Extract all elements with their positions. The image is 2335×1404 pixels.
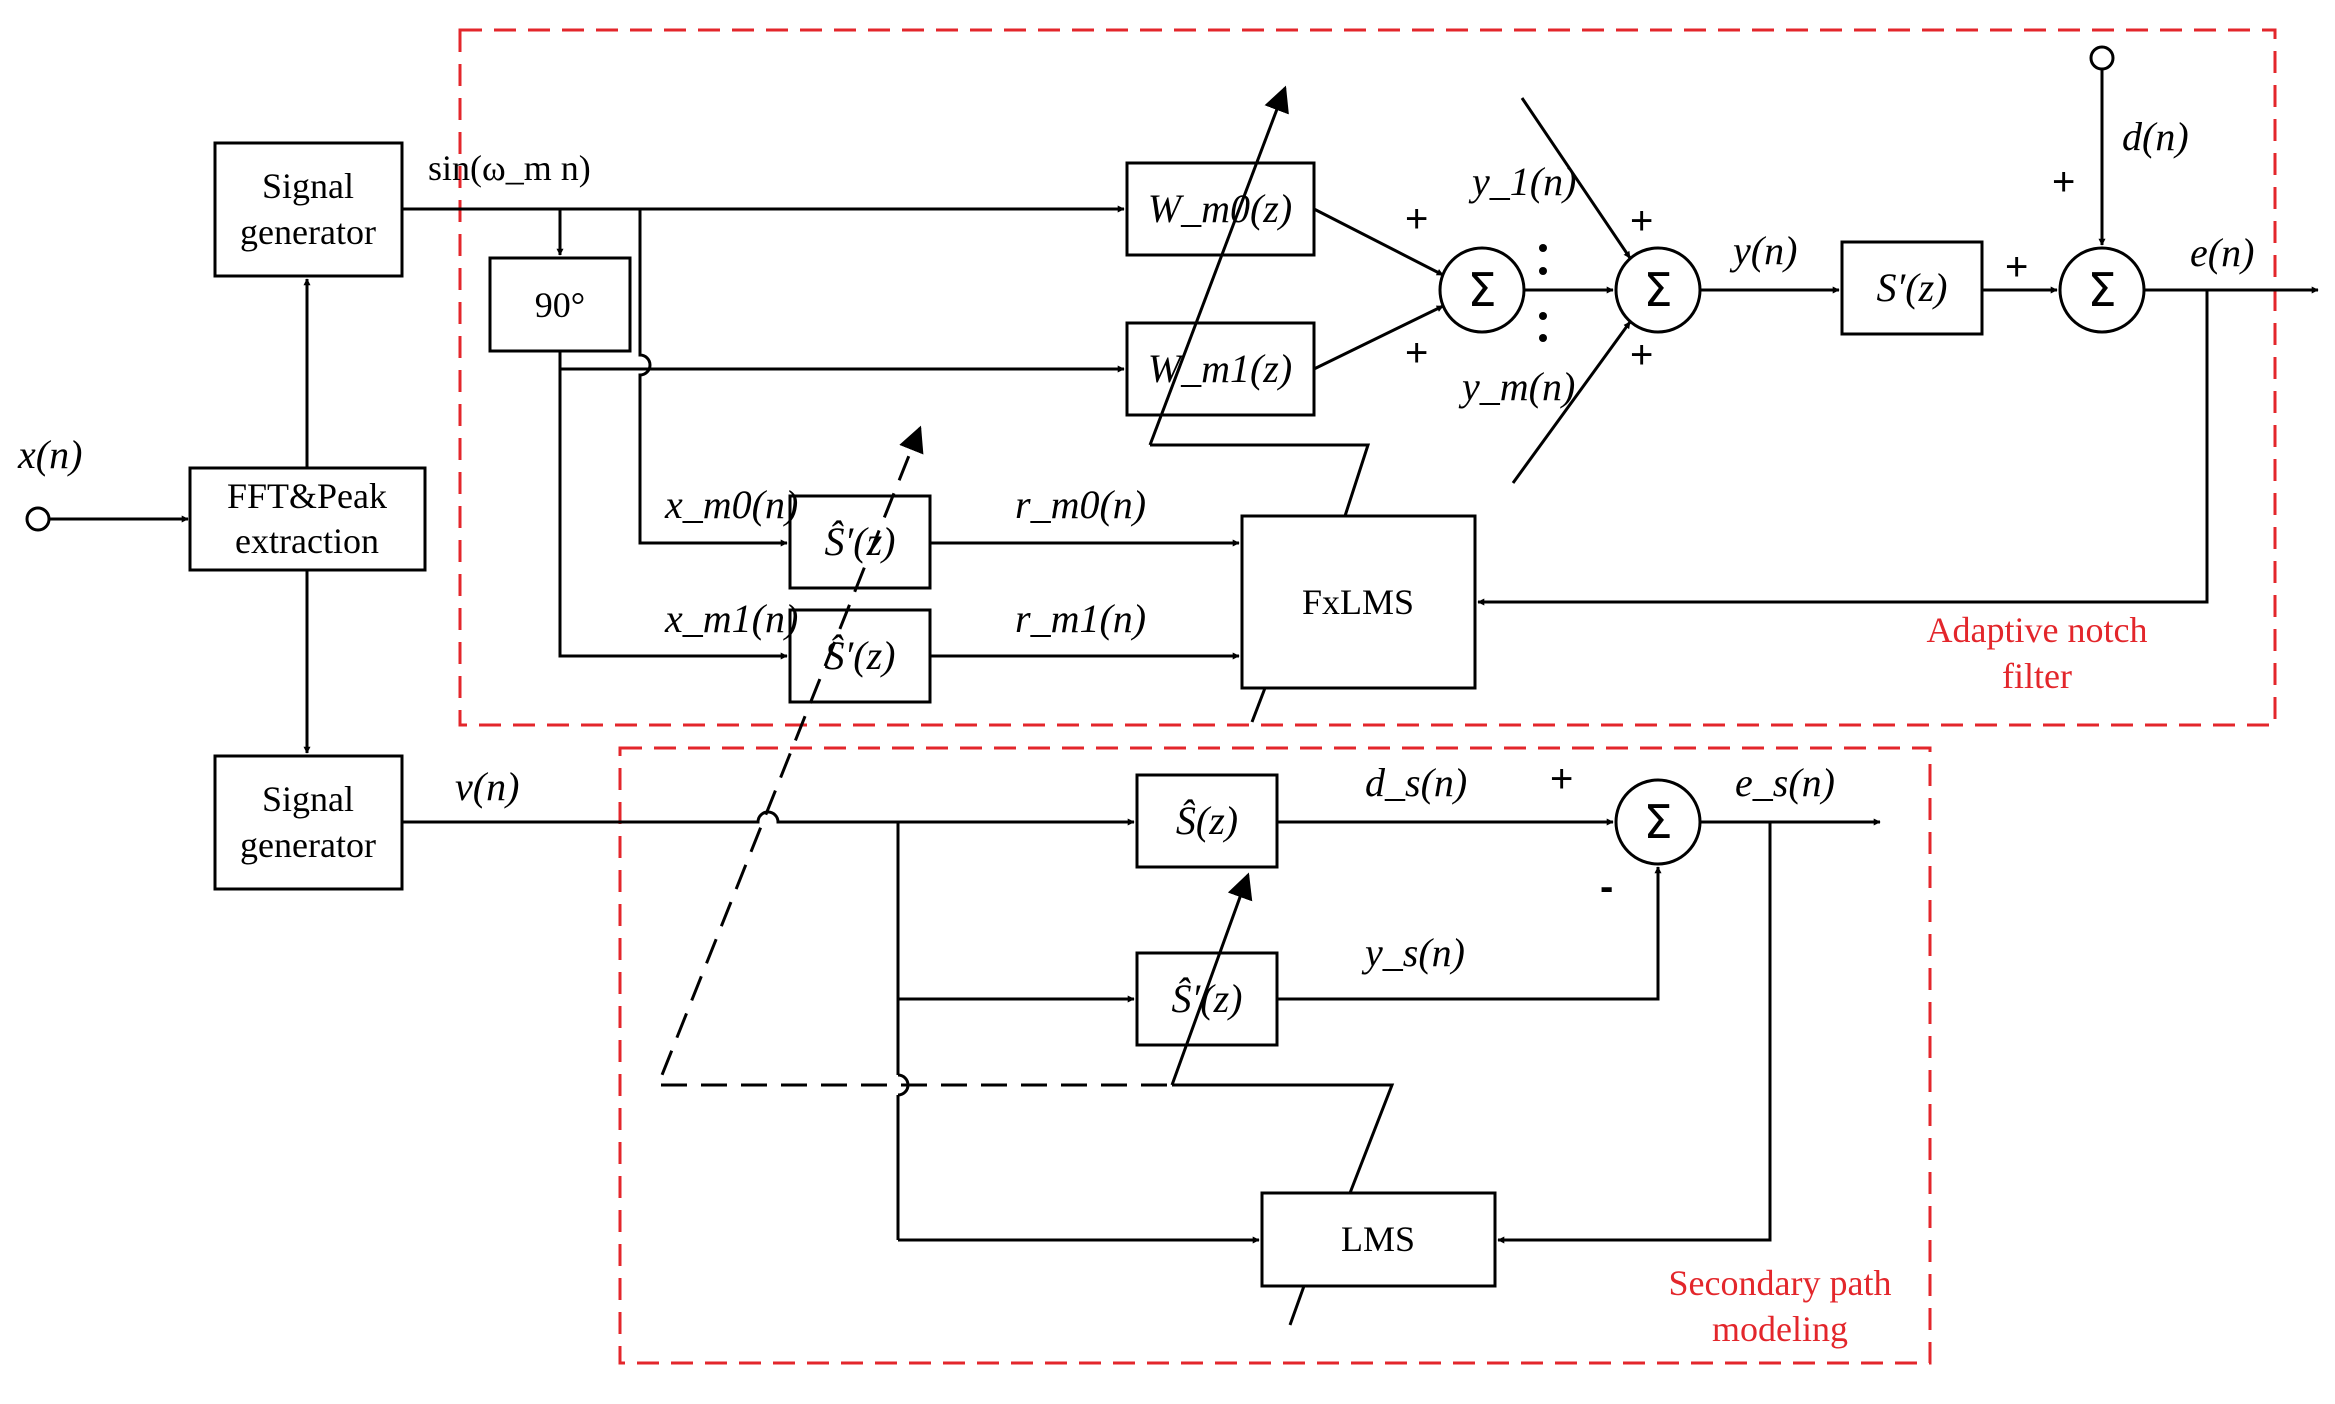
s-hat-block: Ŝ(z) (1135, 773, 1279, 869)
label-sin: sin(ω_m n) (428, 148, 591, 188)
label-y1: y_1(n) (1468, 159, 1576, 204)
fft-peak-line2: extraction (235, 521, 379, 561)
ellipsis-dot-3 (1539, 312, 1547, 320)
sign-sum4-minus: - (1600, 865, 1613, 909)
adapt-arrow-w (1148, 85, 1289, 446)
wire-ys-to-sum4 (1277, 866, 1662, 1001)
label-es: e_s(n) (1735, 760, 1835, 805)
wire-fxlms-to-w (1150, 443, 1371, 517)
wm0-label: W_m0(z) (1148, 186, 1292, 231)
sign-sum3-top: + (2052, 160, 2075, 204)
fft-peak-block: FFT&Peak extraction (188, 466, 427, 572)
sum-junction-4: Σ (1614, 778, 1702, 866)
sum-junction-2-symbol: Σ (1643, 263, 1672, 317)
wm0-block: W_m0(z) (1125, 161, 1316, 257)
sum-junction-4-symbol: Σ (1643, 795, 1672, 849)
fxlms-tail (1250, 687, 1267, 723)
fft-peak-line1: FFT&Peak (227, 476, 387, 516)
label-x: x(n) (17, 432, 82, 477)
signal-generator-bottom-line2: generator (240, 825, 376, 865)
wire-v-drop-hop (897, 1073, 910, 1097)
signal-generator-bottom: Signal generator (213, 754, 404, 891)
s-prime-hat-model-block: Ŝ′(z) (1135, 951, 1279, 1047)
sign-sum1-top: + (1405, 197, 1428, 241)
s-hat-label: Ŝ(z) (1176, 798, 1238, 843)
phase-shift-block: 90° (488, 256, 632, 353)
sum-junction-2: Σ (1614, 246, 1702, 334)
wire-y1-to-sum2 (1520, 97, 1632, 259)
signal-generator-top-line1: Signal (262, 166, 354, 206)
wire-ym-to-sum2 (1511, 321, 1632, 484)
sign-sum2-top: + (1630, 199, 1653, 243)
wire-v-to-shat (402, 810, 1135, 826)
label-ds: d_s(n) (1365, 760, 1467, 805)
label-ym: y_m(n) (1458, 364, 1575, 409)
ellipsis-dot-1 (1539, 244, 1547, 252)
caption-adaptive-notch-line1: Adaptive notch (1927, 610, 2148, 650)
s-prime-hat-m0-block: Ŝ′(z) (788, 494, 932, 590)
adapt-dashed-line (655, 425, 1167, 1087)
s-prime-hat-m1-label: Ŝ′(z) (825, 633, 896, 678)
lms-label: LMS (1341, 1219, 1415, 1259)
secondary-path-region (618, 746, 1932, 1365)
caption-secondary-path-line2: modeling (1712, 1309, 1848, 1349)
label-d: d(n) (2122, 114, 2189, 159)
sum-junction-1: Σ (1438, 246, 1526, 334)
wm1-block: W_m1(z) (1125, 321, 1316, 417)
sign-sum3-left: + (2005, 245, 2028, 289)
ellipsis-dot-2 (1539, 267, 1547, 275)
label-xm0: x_m0(n) (664, 482, 798, 527)
signal-generator-top: Signal generator (213, 141, 404, 278)
sum-junction-3: Σ (2058, 246, 2146, 334)
s-prime-block: S′(z) (1840, 240, 1984, 336)
wire-es-to-lms (1497, 822, 1772, 1244)
s-prime-label: S′(z) (1877, 265, 1948, 310)
fxlms-block: FxLMS (1240, 514, 1477, 690)
wire-90-to-xm1 (558, 369, 788, 660)
sum-junction-1-symbol: Σ (1467, 263, 1496, 317)
signal-generator-top-line2: generator (240, 212, 376, 252)
wire-90-to-wm1 (558, 351, 1125, 373)
wire-e-to-fxlms (1477, 290, 2209, 606)
label-rm1: r_m1(n) (1015, 596, 1146, 641)
wire-sin-to-xm0 (638, 209, 788, 547)
s-prime-hat-m1-block: Ŝ′(z) (788, 608, 932, 704)
wm1-label: W_m1(z) (1148, 346, 1292, 391)
adaptive-notch-region (458, 28, 2277, 727)
wire-lms-to-sprime (1172, 1083, 1395, 1194)
s-prime-hat-m0-label: Ŝ′(z) (825, 519, 896, 564)
sum-junction-3-symbol: Σ (2087, 263, 2116, 317)
wire-wm1-to-sum1 (1313, 304, 1444, 371)
caption-adaptive-notch-line2: filter (2002, 656, 2072, 696)
sign-sum1-bottom: + (1405, 331, 1428, 375)
lms-tail (1288, 1285, 1306, 1326)
ellipsis-dot-4 (1539, 334, 1547, 342)
label-y: y(n) (1729, 228, 1797, 273)
phase-shift-label: 90° (535, 285, 585, 325)
adapt-arrow-sprime (1170, 872, 1253, 1086)
label-e: e(n) (2190, 230, 2254, 275)
sign-sum2-bottom: + (1630, 333, 1653, 377)
label-v: v(n) (455, 764, 519, 809)
s-prime-hat-model-label: Ŝ′(z) (1172, 976, 1243, 1021)
signal-generator-bottom-line1: Signal (262, 779, 354, 819)
fxlms-label: FxLMS (1302, 582, 1414, 622)
label-xm1: x_m1(n) (664, 596, 798, 641)
caption-secondary-path-line1: Secondary path (1669, 1263, 1892, 1303)
d-terminal (2089, 45, 2115, 71)
label-ys: y_s(n) (1361, 930, 1465, 975)
input-terminal (25, 506, 51, 532)
wire-wm0-to-sum1 (1313, 207, 1444, 277)
sign-sum4-plus: + (1550, 757, 1573, 801)
label-rm0: r_m0(n) (1015, 482, 1146, 527)
lms-block: LMS (1260, 1191, 1497, 1288)
